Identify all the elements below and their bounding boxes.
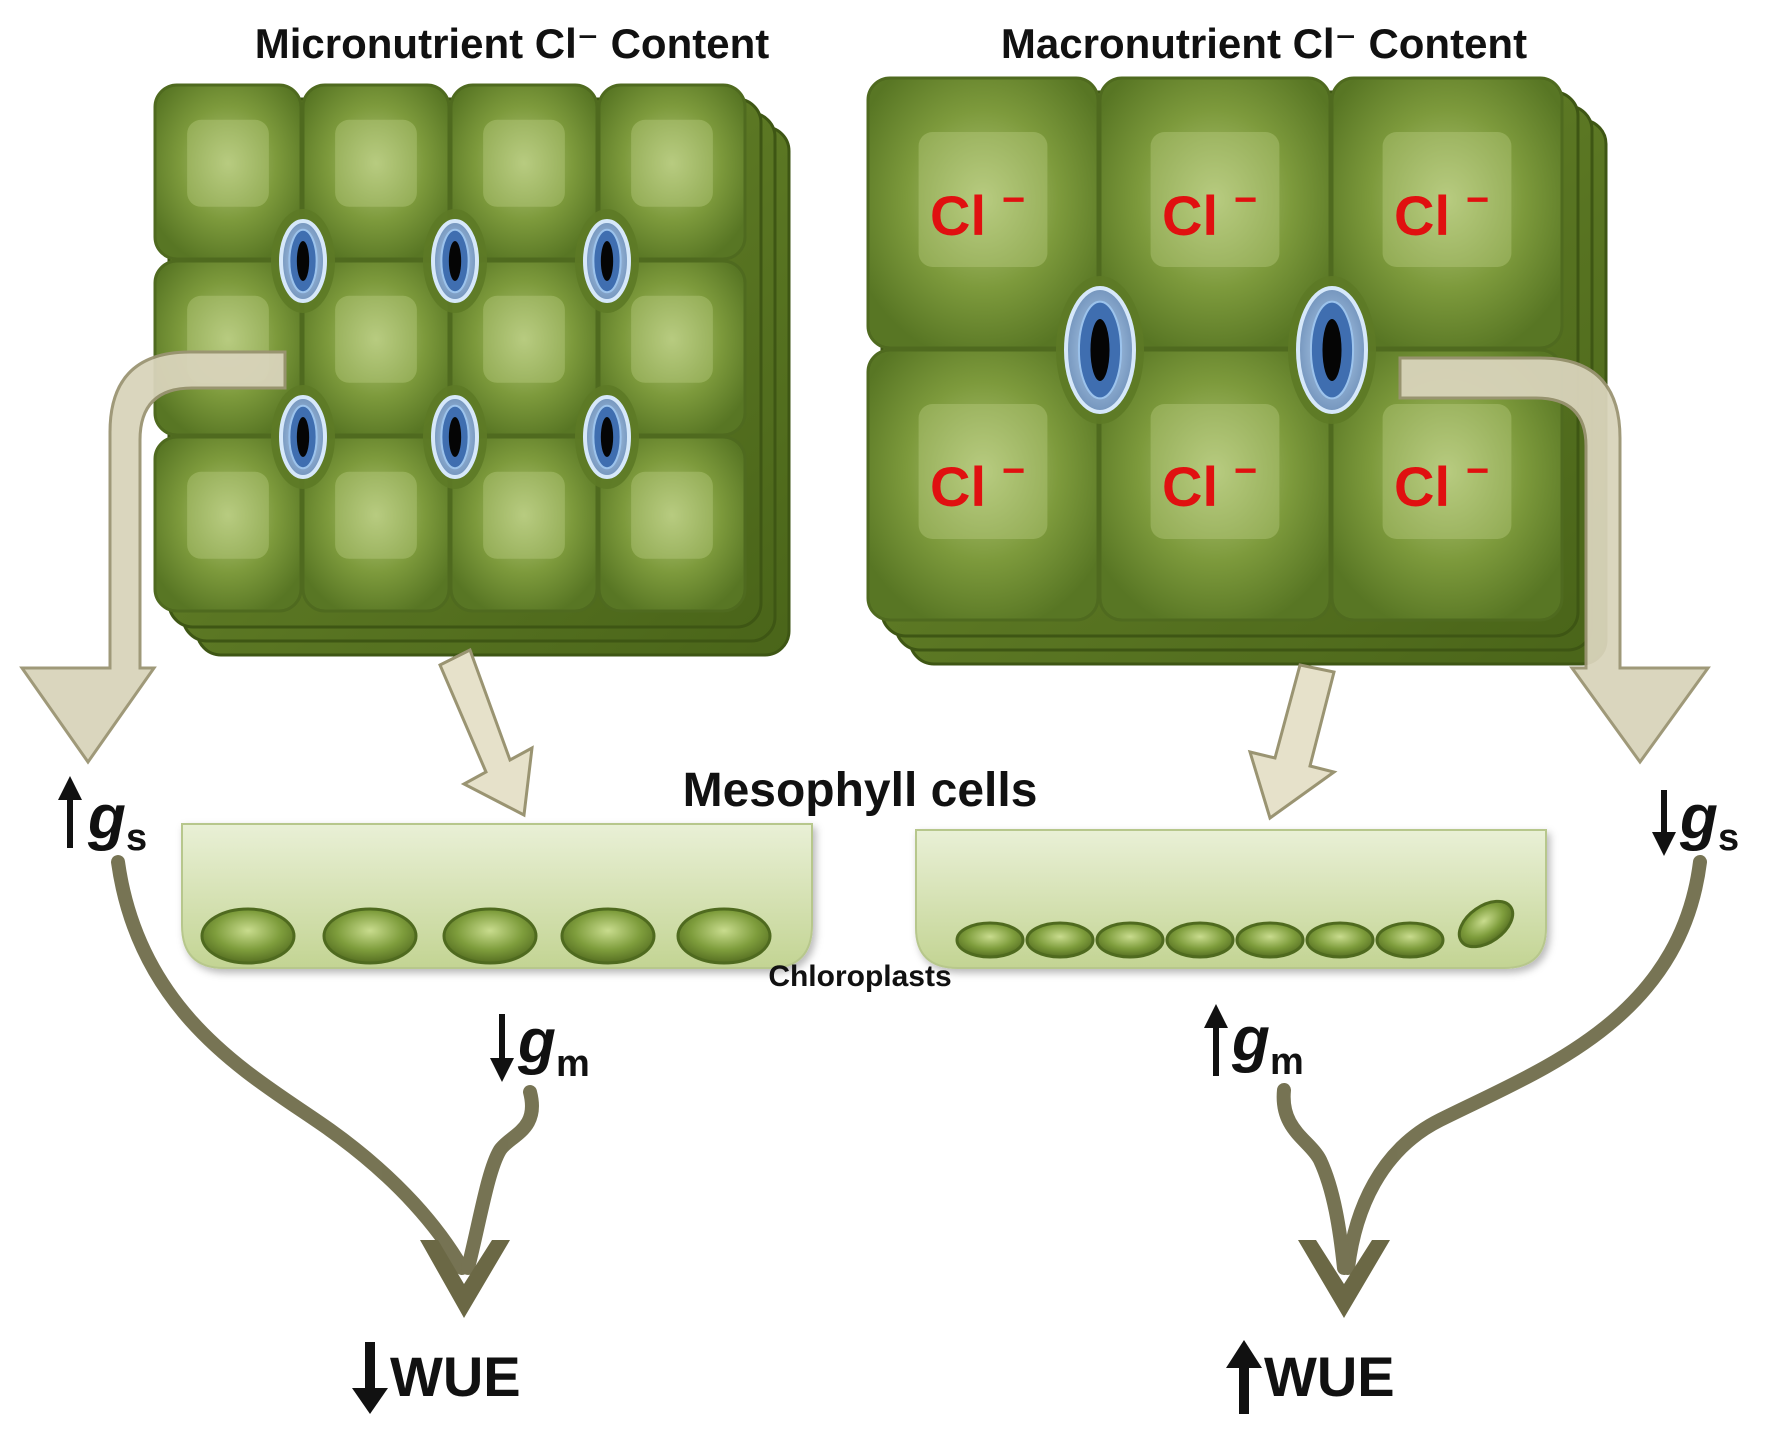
right-gm-subscript: m <box>1270 1041 1304 1083</box>
micronutrient-cell <box>301 259 451 437</box>
left-gm-subscript: m <box>556 1043 590 1085</box>
micronutrient-cell <box>449 83 599 261</box>
mesophyll-label: Mesophyll cells <box>683 764 1038 817</box>
chloroplast <box>560 907 656 965</box>
left-title: Micronutrient Cl⁻ Content <box>255 20 769 67</box>
chloride-ion-charge: − <box>1234 449 1257 493</box>
macronutrient-cell <box>866 348 1100 622</box>
macronutrient-cell <box>866 76 1100 350</box>
micronutrient-cell-block <box>153 83 791 657</box>
chloroplast <box>676 907 772 965</box>
right-wue-up-arrow-icon <box>1226 1340 1262 1414</box>
chloroplast <box>1457 899 1515 949</box>
macronutrient-cell <box>1330 348 1564 622</box>
left-gs-subscript: s <box>126 817 147 859</box>
right-gm-up-arrow-icon <box>1204 1004 1228 1076</box>
micronutrient-cell <box>597 435 747 613</box>
right-mesophyll-arrow <box>1247 663 1338 821</box>
right-gs-symbol: g <box>1679 783 1718 852</box>
left-wue-curve-arrows <box>111 855 539 1275</box>
chloroplast <box>1095 921 1165 959</box>
micronutrient-cell <box>597 259 747 437</box>
chloroplast <box>1235 921 1305 959</box>
left-gs-symbol: g <box>87 783 126 852</box>
chloroplast-label: Chloroplasts <box>768 960 951 993</box>
chloroplast <box>322 907 418 965</box>
chloride-ion-label: Cl <box>930 455 986 518</box>
chloroplast <box>442 907 538 965</box>
chloride-ion-label: Cl <box>930 184 986 247</box>
chloride-ion-charge: − <box>1002 178 1025 222</box>
chloride-ion-charge: − <box>1002 449 1025 493</box>
micronutrient-cell <box>449 259 599 437</box>
right-wue-curve-arrows <box>1276 855 1707 1275</box>
chloroplast <box>1165 921 1235 959</box>
chloroplast <box>1305 921 1375 959</box>
left-wue-label: WUE <box>352 1342 521 1414</box>
right-gs-bent-arrow <box>1398 356 1711 765</box>
left-wue-down-arrow-icon <box>352 1342 388 1414</box>
left-wue-arrowhead <box>420 1240 510 1318</box>
micronutrient-cell <box>153 435 303 613</box>
micronutrient-cell <box>301 435 451 613</box>
right-gm-symbol: g <box>1231 1005 1270 1074</box>
chloride-ion-label: Cl <box>1162 184 1218 247</box>
left-gm-label: g m <box>490 1007 590 1085</box>
right-gs-down-arrow-icon <box>1652 790 1676 856</box>
right-gs-subscript: s <box>1718 817 1739 859</box>
right-chloroplast-row <box>955 899 1515 959</box>
left-gs-label: g s <box>58 776 147 859</box>
chloride-ion-charge: − <box>1466 449 1489 493</box>
chloride-ion-charge: − <box>1466 178 1489 222</box>
micronutrient-cell <box>449 435 599 613</box>
chloride-ion-label: Cl <box>1394 455 1450 518</box>
stoma-large <box>1288 276 1376 424</box>
chloride-ion-charge: − <box>1234 178 1257 222</box>
chloroplast <box>1025 921 1095 959</box>
left-gs-bent-arrow <box>19 350 287 765</box>
chloride-ion-label: Cl <box>1394 184 1450 247</box>
stoma-small <box>423 209 487 313</box>
macronutrient-cell <box>1330 76 1564 350</box>
right-title: Macronutrient Cl⁻ Content <box>1001 20 1527 67</box>
stoma-small <box>575 209 639 313</box>
stoma-large <box>1056 276 1144 424</box>
left-mesophyll-arrow <box>438 647 534 818</box>
micronutrient-cell <box>301 83 451 261</box>
right-wue-label: WUE <box>1226 1340 1395 1414</box>
macronutrient-cell <box>1098 348 1332 622</box>
micronutrient-cell <box>153 83 303 261</box>
left-gm-down-arrow-icon <box>490 1014 514 1082</box>
chloroplast <box>955 921 1025 959</box>
left-chloroplast-row <box>200 907 772 965</box>
stoma-small <box>271 385 335 489</box>
stoma-small <box>575 385 639 489</box>
right-gs-label: g s <box>1652 783 1739 859</box>
chloroplast <box>200 907 296 965</box>
macronutrient-cell <box>1098 76 1332 350</box>
left-gm-symbol: g <box>517 1007 556 1076</box>
left-gs-up-arrow-icon <box>58 776 82 848</box>
right-wue-text: WUE <box>1264 1345 1395 1408</box>
right-gm-label: g m <box>1204 1004 1304 1083</box>
chloride-ion-label: Cl <box>1162 455 1218 518</box>
stoma-small <box>423 385 487 489</box>
chloroplast <box>1375 921 1445 959</box>
stoma-small <box>271 209 335 313</box>
right-wue-arrowhead <box>1298 1240 1390 1318</box>
micronutrient-cell <box>597 83 747 261</box>
left-wue-text: WUE <box>390 1345 521 1408</box>
